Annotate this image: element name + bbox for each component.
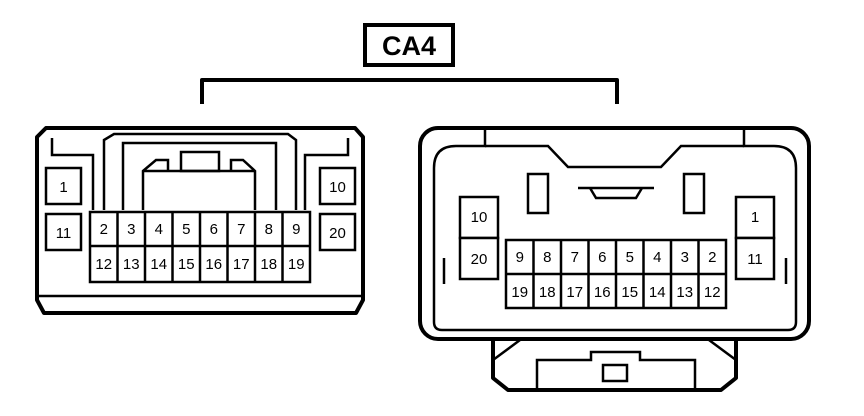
pin-cavity <box>44 166 83 206</box>
right-connector-side-right: 1 11 <box>734 195 776 281</box>
right-connector-outline <box>418 126 811 341</box>
pin-number: 10 <box>329 179 346 196</box>
right-connector-lock-tab <box>578 186 654 200</box>
right-connector-skirt <box>491 339 738 392</box>
pin-number: 19 <box>511 284 528 301</box>
pin-number: 14 <box>649 284 666 301</box>
right-connector-top-ridge <box>485 144 744 169</box>
pin-number: 3 <box>127 221 135 238</box>
left-connector-side-left: 1 11 <box>44 166 83 252</box>
pin-number: 5 <box>626 249 634 266</box>
connector-label: CA4 <box>363 23 455 67</box>
left-connector-latch-inner <box>121 141 278 210</box>
pin-cavity <box>44 212 83 252</box>
pin-number: 7 <box>237 221 245 238</box>
right-connector: 10 20 1 11 9 8 7 6 5 4 3 2 1 <box>418 126 811 392</box>
right-connector-skirt-tab <box>601 363 629 383</box>
left-connector-latch-outer <box>102 132 298 210</box>
pin-number: 17 <box>566 284 583 301</box>
pin-number: 15 <box>621 284 638 301</box>
left-connector: 1 11 10 20 2 3 4 5 6 7 8 9 1 <box>35 126 365 315</box>
pin-number: 16 <box>594 284 611 301</box>
pin-number: 11 <box>56 225 72 242</box>
left-connector-lock-tab <box>179 150 221 173</box>
pin-number: 15 <box>178 256 195 273</box>
right-connector-inner-frame <box>432 128 798 332</box>
right-connector-latch-left <box>526 172 550 215</box>
pin-number: 8 <box>265 221 273 238</box>
left-connector-side-right: 10 20 <box>318 166 357 252</box>
left-connector-outline <box>35 126 365 315</box>
pin-number: 18 <box>260 256 277 273</box>
pin-number: 4 <box>653 249 661 266</box>
left-connector-pin-grid: 2 3 4 5 6 7 8 9 12 13 14 15 16 17 18 19 <box>88 210 312 284</box>
right-connector-skirt-detail <box>492 338 737 390</box>
pin-cavity <box>734 195 776 240</box>
left-connector-latch-body <box>141 158 257 210</box>
pin-number: 11 <box>747 251 763 268</box>
pin-number: 7 <box>571 249 579 266</box>
pin-cavity <box>318 212 357 252</box>
pin-number: 14 <box>150 256 167 273</box>
pin-number: 2 <box>708 249 716 266</box>
pin-number: 19 <box>288 256 305 273</box>
pin-number: 20 <box>329 225 346 242</box>
right-connector-side-left: 10 20 <box>458 195 500 281</box>
pin-number: 9 <box>516 249 524 266</box>
connector-label-text: CA4 <box>382 31 436 61</box>
pin-number: 18 <box>539 284 556 301</box>
pin-number: 8 <box>543 249 551 266</box>
pin-number: 10 <box>471 209 488 226</box>
pin-cavity <box>318 166 357 206</box>
label-bracket <box>200 78 619 104</box>
right-connector-pin-grid: 9 8 7 6 5 4 3 2 19 18 17 16 15 14 13 12 <box>504 238 728 310</box>
left-connector-inner-frame <box>50 138 350 210</box>
pin-cavity <box>458 236 500 281</box>
pin-number: 1 <box>59 179 67 196</box>
pin-number: 17 <box>233 256 250 273</box>
pin-number: 12 <box>95 256 112 273</box>
pin-number: 5 <box>182 221 190 238</box>
pin-number: 9 <box>292 221 300 238</box>
pin-number: 13 <box>123 256 140 273</box>
pin-number: 13 <box>676 284 693 301</box>
right-connector-latch-right <box>682 172 706 215</box>
pin-number: 3 <box>681 249 689 266</box>
pin-number: 6 <box>598 249 606 266</box>
pin-number: 16 <box>205 256 222 273</box>
pin-number: 1 <box>751 209 759 226</box>
pin-number: 20 <box>471 251 488 268</box>
pin-number: 12 <box>704 284 721 301</box>
pin-number: 4 <box>155 221 163 238</box>
pin-number: 2 <box>100 221 108 238</box>
pin-number: 6 <box>210 221 218 238</box>
pin-cavity <box>734 236 776 281</box>
